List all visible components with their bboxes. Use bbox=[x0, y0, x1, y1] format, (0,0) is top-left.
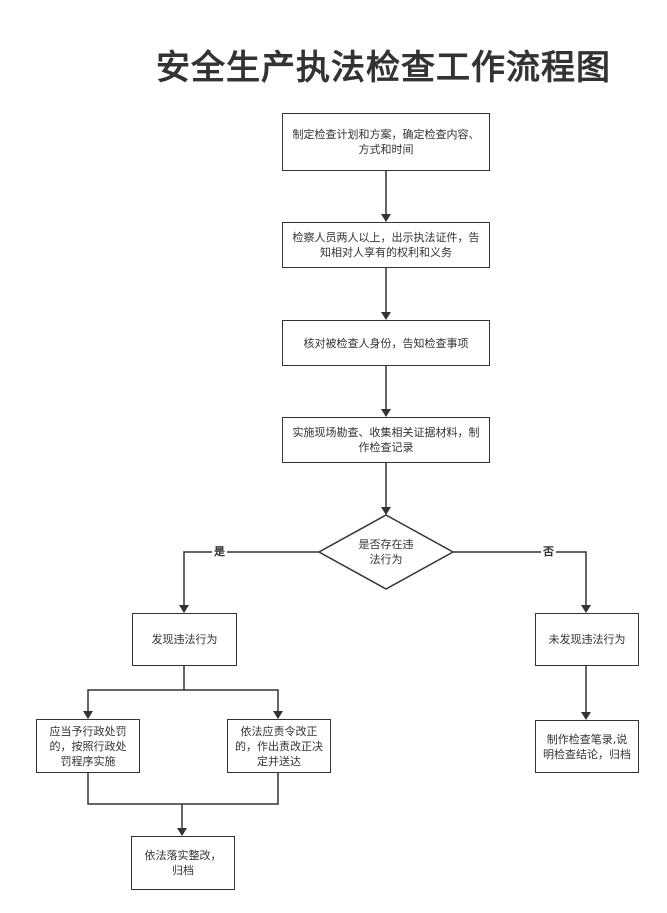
node-verify: 核对被检查人身份，告知检查事项 bbox=[282, 320, 490, 366]
node-inspectors-text: 检察人员两人以上，出示执法证件，告知相对人享有的权利和义务 bbox=[292, 231, 480, 259]
edge-decision-no bbox=[453, 551, 591, 613]
edge-found-split bbox=[83, 665, 185, 719]
node-penalty-text: 应当予行政处罚的，按照行政处罚程序实施 bbox=[49, 724, 127, 768]
node-verify-text: 核对被检查人身份，告知检查事项 bbox=[303, 336, 469, 350]
node-plan-text: 制定检查计划和方案，确定检查内容、方式和时间 bbox=[292, 128, 480, 156]
node-found: 发现违法行为 bbox=[132, 613, 237, 666]
node-not-found-text: 未发现违法行为 bbox=[548, 633, 626, 646]
node-rectify-archive-text: 依法落实整改，归档 bbox=[144, 849, 222, 877]
node-record-archive: 制作检查笔录,说明检查结论，归档 bbox=[535, 720, 639, 773]
node-onsite-text: 实施现场勘查、收集相关证据材料，制作检查记录 bbox=[292, 426, 480, 454]
node-not-found: 未发现违法行为 bbox=[535, 613, 639, 666]
edge-label-no: 否 bbox=[541, 545, 556, 558]
page-title: 安全生产执法检查工作流程图 bbox=[156, 48, 611, 88]
node-inspectors: 检察人员两人以上，出示执法证件，告知相对人享有的权利和义务 bbox=[282, 222, 490, 268]
edge-decision-yes bbox=[179, 551, 319, 613]
node-penalty: 应当予行政处罚的，按照行政处罚程序实施 bbox=[36, 719, 140, 773]
edge-label-yes: 是 bbox=[212, 545, 227, 558]
node-rectify-order: 依法应责令改正的，作出责改正决定并送达 bbox=[227, 719, 331, 773]
edge-found-split-right bbox=[184, 689, 283, 719]
node-found-text: 发现违法行为 bbox=[151, 633, 218, 646]
node-plan: 制定检查计划和方案，确定检查内容、方式和时间 bbox=[282, 113, 490, 171]
node-rectify-order-text: 依法应责令改正的，作出责改正决定并送达 bbox=[235, 724, 323, 768]
node-onsite: 实施现场勘查、收集相关证据材料，制作检查记录 bbox=[282, 417, 490, 463]
edge-merge-left bbox=[87, 772, 279, 805]
node-rectify-archive: 依法落实整改，归档 bbox=[131, 836, 235, 890]
node-record-archive-text: 制作检查笔录,说明检查结论，归档 bbox=[543, 732, 631, 761]
decision-diamond bbox=[317, 514, 455, 590]
node-decision-text: 是否存在违法行为 bbox=[358, 538, 414, 566]
